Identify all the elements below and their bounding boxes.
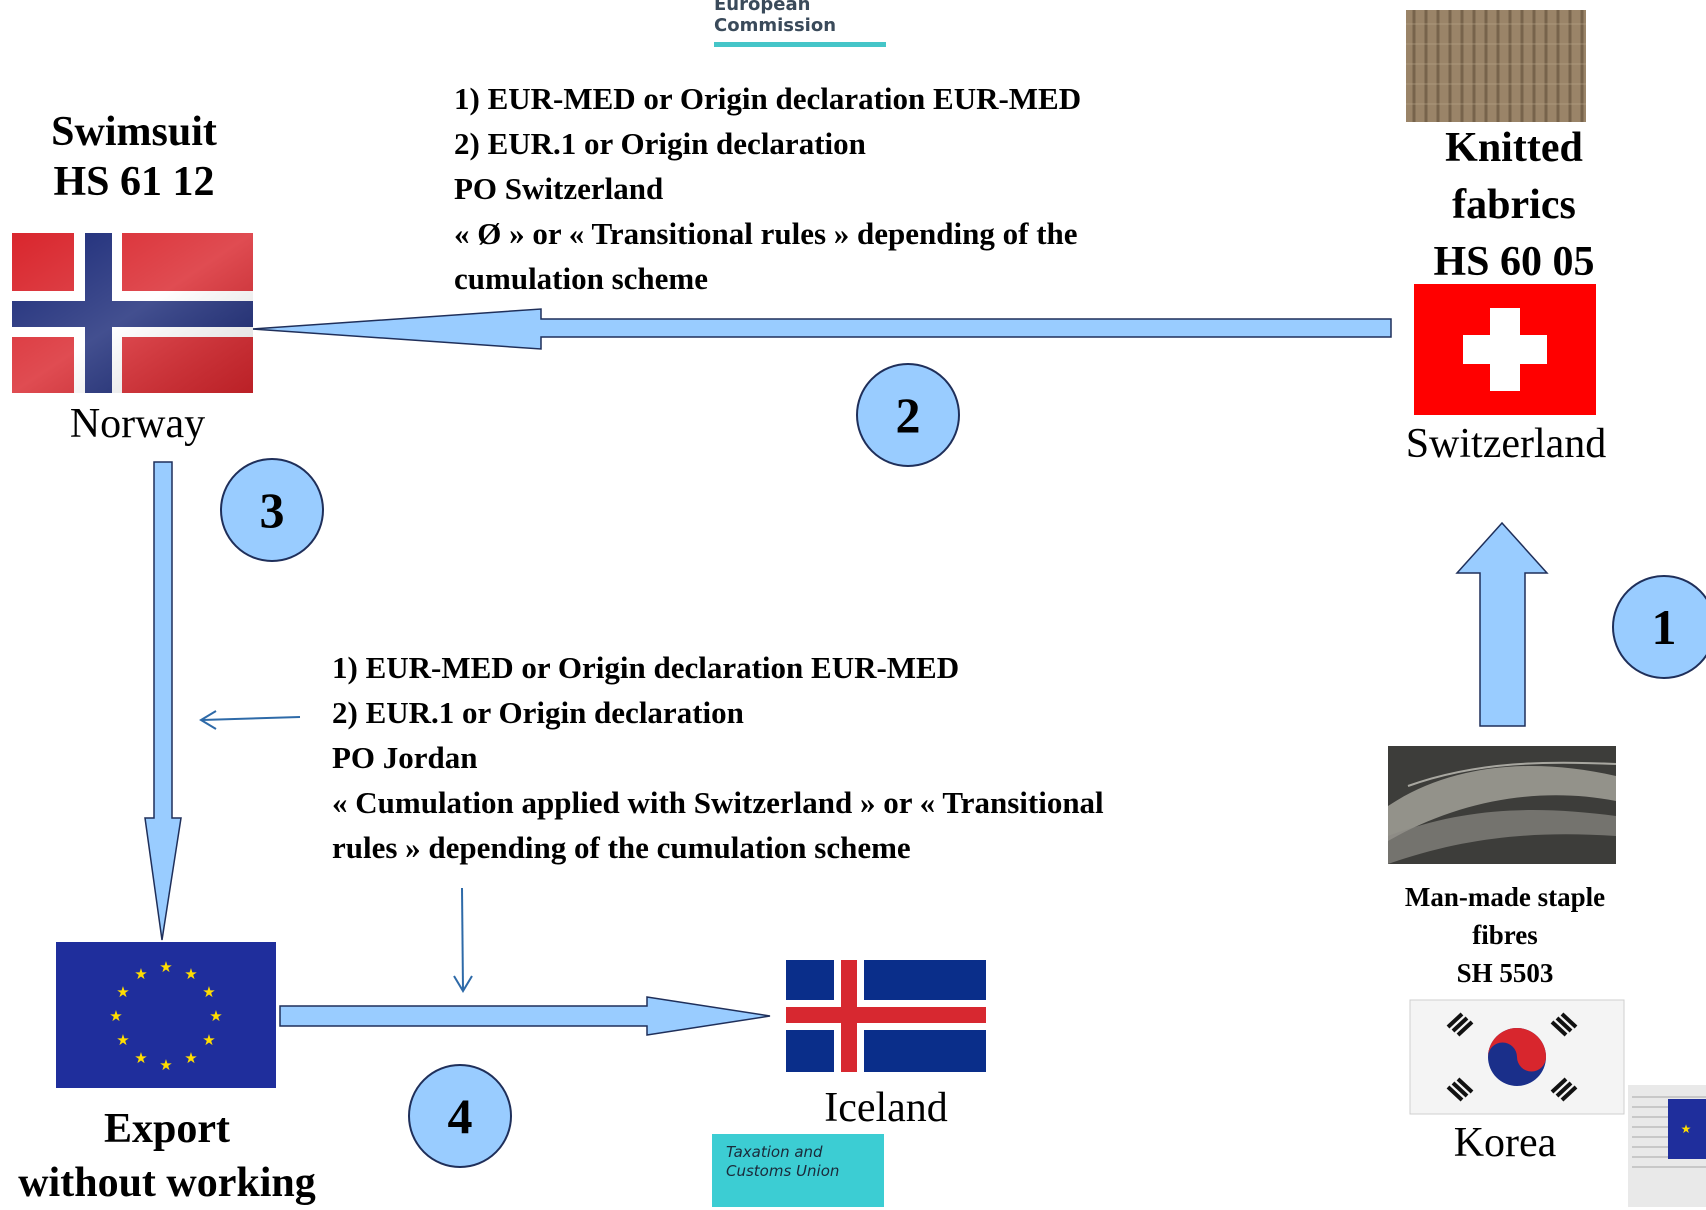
step-circle-4: 4: [408, 1064, 512, 1168]
switzerland-flag: [1414, 284, 1596, 415]
svg-text:★: ★: [184, 965, 197, 983]
switzerland-product-line2: fabrics: [1452, 182, 1576, 228]
footer-line2: Customs Union: [726, 1162, 840, 1180]
knitted-fabric-image: [1406, 10, 1586, 122]
doc-eu-line3: PO Jordan: [332, 740, 478, 775]
iceland-flag: [786, 960, 986, 1072]
svg-text:★: ★: [116, 1031, 129, 1049]
arrow-norway-to-eu: [144, 461, 182, 941]
svg-text:★: ★: [159, 1056, 172, 1074]
eu-export-title: Export without working: [0, 1102, 334, 1210]
doc-ch-line4: « Ø » or « Transitional rules » dependin…: [454, 216, 1078, 251]
doc-ch-line1: 1) EUR-MED or Origin declaration EUR-MED: [454, 81, 1082, 116]
org-name-line1: European: [714, 0, 811, 15]
svg-text:★: ★: [209, 1007, 222, 1025]
svg-text:★: ★: [159, 958, 172, 976]
korea-flag: [1409, 999, 1625, 1115]
pointer-arrow-left: [199, 710, 301, 730]
documents-eu-to-iceland: 1) EUR-MED or Origin declaration EUR-MED…: [332, 645, 1104, 870]
header-underline: [714, 42, 886, 47]
staple-fibres-image: [1388, 746, 1617, 864]
switzerland-product-title: Knitted fabrics HS 60 05: [1404, 120, 1624, 291]
arrow-switzerland-to-norway: [251, 308, 1392, 350]
korea-product-line2: fibres: [1472, 920, 1538, 950]
korea-sh-code: SH 5503: [1456, 958, 1554, 988]
eu-flag: ★ ★ ★ ★ ★ ★ ★ ★ ★ ★ ★ ★: [56, 942, 276, 1088]
svg-text:★: ★: [184, 1049, 197, 1067]
korea-caption: Korea: [1453, 1120, 1557, 1166]
doc-ch-line5: cumulation scheme: [454, 261, 709, 296]
switzerland-product-line1: Knitted: [1445, 125, 1583, 171]
footer-line1: Taxation and: [726, 1143, 823, 1161]
ec-emblem-corner: ★: [1628, 1085, 1706, 1207]
norway-product-name: Swimsuit: [51, 109, 217, 155]
svg-text:★: ★: [1681, 1122, 1692, 1136]
doc-eu-line4: « Cumulation applied with Switzerland » …: [332, 785, 1104, 820]
korea-product-line1: Man-made staple: [1404, 882, 1606, 912]
pointer-arrow-down: [453, 887, 473, 993]
arrow-eu-to-iceland: [279, 996, 771, 1036]
doc-eu-line5: rules » depending of the cumulation sche…: [332, 830, 911, 865]
doc-ch-line2: 2) EUR.1 or Origin declaration: [454, 126, 866, 161]
switzerland-caption: Switzerland: [1405, 421, 1607, 467]
norway-flag: [12, 233, 253, 393]
korea-product-title: Man-made staple fibres SH 5503: [1360, 878, 1650, 992]
svg-text:★: ★: [202, 983, 215, 1001]
svg-text:★: ★: [116, 983, 129, 1001]
norway-hs-code: HS 61 12: [53, 159, 215, 205]
doc-ch-line3: PO Switzerland: [454, 171, 664, 206]
arrow-korea-to-switzerland: [1455, 521, 1549, 727]
taxud-footer: Taxation and Customs Union: [712, 1134, 884, 1207]
doc-eu-line1: 1) EUR-MED or Origin declaration EUR-MED: [332, 650, 960, 685]
svg-text:★: ★: [202, 1031, 215, 1049]
svg-text:★: ★: [109, 1007, 122, 1025]
eu-export-line2: without working: [18, 1160, 316, 1206]
step-circle-1: 1: [1612, 575, 1706, 679]
norway-caption: Norway: [69, 401, 206, 447]
documents-switzerland-to-norway: 1) EUR-MED or Origin declaration EUR-MED…: [454, 76, 1081, 301]
norway-product-title: Swimsuit HS 61 12: [0, 107, 268, 207]
iceland-caption: Iceland: [824, 1085, 948, 1131]
step-circle-3: 3: [220, 458, 324, 562]
org-name-line2: Commission: [714, 15, 837, 36]
svg-text:★: ★: [134, 1049, 147, 1067]
ec-header: European Commission: [714, 0, 886, 47]
doc-eu-line2: 2) EUR.1 or Origin declaration: [332, 695, 744, 730]
switzerland-hs-code: HS 60 05: [1433, 239, 1595, 285]
step-circle-2: 2: [856, 363, 960, 467]
eu-export-line1: Export: [104, 1106, 230, 1152]
svg-text:★: ★: [134, 965, 147, 983]
